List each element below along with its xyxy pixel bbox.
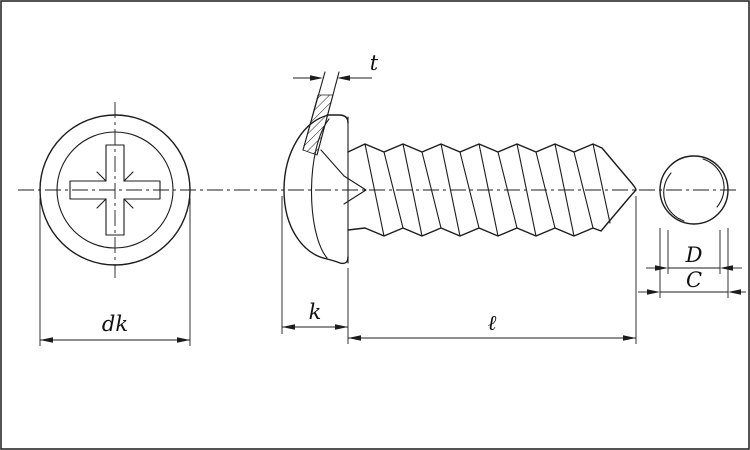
arrowhead: [720, 265, 733, 271]
point-inner-arc-left: [663, 172, 685, 222]
head-outer-circle: [39, 114, 191, 266]
arrowhead: [623, 335, 636, 341]
head-inner-circle: [56, 131, 174, 249]
dimension-length: ℓ: [348, 196, 637, 344]
dimension-D: D: [646, 230, 742, 274]
thread-outline-bottom: [347, 189, 637, 237]
dk-label: dk: [102, 312, 128, 336]
head-profile-outline: [283, 114, 349, 265]
t-label: t: [370, 51, 379, 75]
arrowhead: [337, 75, 350, 81]
side-view-screw: [283, 71, 637, 265]
end-view-point: [659, 155, 729, 225]
dimension-dk: dk: [39, 198, 191, 346]
arrowhead: [310, 75, 323, 81]
arrowhead: [348, 335, 361, 341]
thread-outline-top: [347, 143, 637, 191]
arrowhead: [647, 289, 660, 295]
point-outer-circle: [659, 155, 729, 225]
arrowhead: [655, 265, 668, 271]
recess-wall-line: [320, 149, 345, 177]
arrowhead: [728, 289, 741, 295]
arrowhead: [282, 324, 295, 330]
k-label: k: [309, 300, 322, 324]
C-label: C: [686, 268, 702, 292]
point-inner-arc-right: [702, 158, 725, 208]
section-hatch: [302, 94, 334, 156]
dimension-k: k: [281, 196, 349, 344]
phillips-corner-wings: [96, 171, 134, 209]
thread-flank-lines: [364, 143, 611, 237]
dimension-C: C: [638, 228, 746, 298]
dimension-t: t: [293, 51, 379, 81]
arrowhead: [177, 337, 190, 343]
recess-tip-cone: [343, 175, 367, 205]
arrowhead: [335, 324, 348, 330]
D-label: D: [685, 243, 703, 267]
front-view-head: [39, 102, 191, 278]
length-label: ℓ: [488, 311, 497, 335]
arrowhead: [40, 337, 53, 343]
